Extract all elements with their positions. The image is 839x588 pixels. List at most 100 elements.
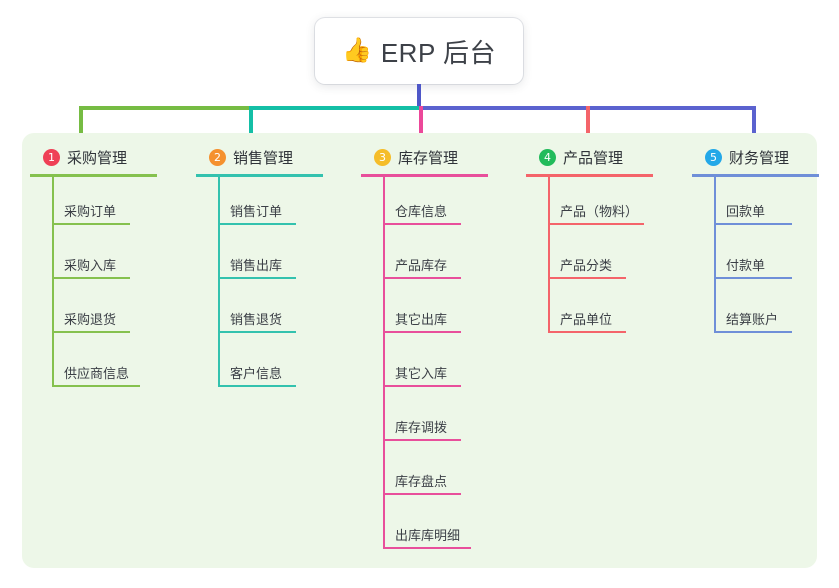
menu-item-label: 产品单位 [560, 312, 613, 327]
column-spine [383, 177, 385, 549]
column-number-badge: 5 [705, 148, 722, 166]
column-items-inventory: 仓库信息产品库存其它出库其它入库库存调拨库存盘点出库库明细 [361, 177, 521, 555]
menu-item-label: 其它出库 [395, 312, 448, 327]
drop-finance [752, 106, 756, 142]
menu-item-underline [383, 385, 461, 387]
menu-item-label: 出库库明细 [395, 528, 461, 543]
menu-item-underline [714, 223, 792, 225]
menu-item[interactable]: 产品库存 [361, 231, 521, 285]
column-header-product[interactable]: 4 产品管理 [526, 145, 686, 169]
column-spine [52, 177, 54, 387]
menu-item-label: 销售退货 [230, 312, 283, 327]
menu-item-underline [548, 277, 626, 279]
menu-item[interactable]: 库存盘点 [361, 447, 521, 501]
menu-item[interactable]: 产品分类 [526, 231, 686, 285]
menu-item[interactable]: 回款单 [692, 177, 839, 231]
menu-item-underline [218, 385, 296, 387]
menu-item-label: 产品库存 [395, 258, 448, 273]
column-finance[interactable]: 5 财务管理回款单付款单结算账户 [692, 145, 839, 339]
menu-item-underline [383, 277, 461, 279]
trunk-connector [417, 84, 421, 108]
column-sales[interactable]: 2 销售管理销售订单销售出库销售退货客户信息 [196, 145, 356, 393]
menu-item[interactable]: 产品单位 [526, 285, 686, 339]
menu-item-label: 产品（物料） [560, 204, 639, 219]
drop-purchase [79, 106, 83, 142]
diagram-board [22, 133, 817, 568]
menu-item-label: 销售出库 [230, 258, 283, 273]
menu-item[interactable]: 仓库信息 [361, 177, 521, 231]
thumbs-up-icon: 👍 [341, 37, 372, 64]
bus-green [79, 106, 251, 110]
menu-item-label: 回款单 [726, 204, 766, 219]
column-header-sales[interactable]: 2 销售管理 [196, 145, 356, 169]
column-inventory[interactable]: 3 库存管理仓库信息产品库存其它出库其它入库库存调拨库存盘点出库库明细 [361, 145, 521, 555]
column-underline [526, 174, 653, 177]
column-title: 产品管理 [563, 149, 624, 167]
column-purchase[interactable]: 1 采购管理采购订单采购入库采购退货供应商信息 [30, 145, 190, 393]
menu-item[interactable]: 采购入库 [30, 231, 190, 285]
menu-item[interactable]: 库存调拨 [361, 393, 521, 447]
menu-item[interactable]: 销售出库 [196, 231, 356, 285]
menu-item-label: 结算账户 [726, 312, 779, 327]
menu-item[interactable]: 其它入库 [361, 339, 521, 393]
column-number-badge: 1 [43, 148, 60, 166]
menu-item[interactable]: 客户信息 [196, 339, 356, 393]
menu-item-label: 客户信息 [230, 366, 283, 381]
column-title: 库存管理 [398, 149, 459, 167]
menu-item[interactable]: 出库库明细 [361, 501, 521, 555]
column-items-product: 产品（物料） 产品分类产品单位 [526, 177, 686, 339]
menu-item-underline [52, 331, 130, 333]
column-underline [361, 174, 488, 177]
menu-item-underline [218, 331, 296, 333]
column-title: 销售管理 [233, 149, 294, 167]
menu-item-label: 库存调拨 [395, 420, 448, 435]
column-title: 采购管理 [67, 149, 128, 167]
menu-item-label: 采购退货 [64, 312, 117, 327]
menu-item-underline [383, 439, 461, 441]
menu-item-underline [383, 223, 461, 225]
column-header-inventory[interactable]: 3 库存管理 [361, 145, 521, 169]
menu-item[interactable]: 采购订单 [30, 177, 190, 231]
column-underline [30, 174, 157, 177]
menu-item-underline [52, 223, 130, 225]
column-underline [196, 174, 323, 177]
column-spine [218, 177, 220, 387]
column-title: 财务管理 [729, 149, 790, 167]
menu-item-underline [218, 223, 296, 225]
column-number-badge: 4 [539, 148, 556, 166]
menu-item-underline [52, 385, 140, 387]
column-number-badge: 2 [209, 148, 226, 166]
menu-item-label: 其它入库 [395, 366, 448, 381]
menu-item-label: 采购订单 [64, 204, 117, 219]
menu-item[interactable]: 结算账户 [692, 285, 839, 339]
menu-item[interactable]: 付款单 [692, 231, 839, 285]
root-node-card[interactable]: 👍 ERP 后台 [315, 18, 523, 84]
menu-item[interactable]: 产品（物料） [526, 177, 686, 231]
menu-item[interactable]: 其它出库 [361, 285, 521, 339]
column-product[interactable]: 4 产品管理产品（物料） 产品分类产品单位 [526, 145, 686, 339]
menu-item[interactable]: 销售退货 [196, 285, 356, 339]
menu-item[interactable]: 供应商信息 [30, 339, 190, 393]
menu-item-underline [383, 547, 471, 549]
column-spine [548, 177, 550, 333]
menu-item-label: 产品分类 [560, 258, 613, 273]
menu-item-label: 供应商信息 [64, 366, 130, 381]
bus-teal [249, 106, 421, 110]
menu-item-underline [548, 331, 626, 333]
column-header-purchase[interactable]: 1 采购管理 [30, 145, 190, 169]
column-items-sales: 销售订单销售出库销售退货客户信息 [196, 177, 356, 393]
menu-item-underline [548, 223, 644, 225]
menu-item-underline [714, 331, 792, 333]
menu-item-label: 库存盘点 [395, 474, 448, 489]
root-title: ERP 后台 [380, 37, 497, 68]
column-items-purchase: 采购订单采购入库采购退货供应商信息 [30, 177, 190, 393]
menu-item[interactable]: 采购退货 [30, 285, 190, 339]
column-number-badge: 3 [374, 148, 391, 166]
drop-sales [249, 106, 253, 142]
column-header-finance[interactable]: 5 财务管理 [692, 145, 839, 169]
menu-item-underline [714, 277, 792, 279]
drop-inventory [419, 106, 423, 142]
menu-item-underline [218, 277, 296, 279]
menu-item[interactable]: 销售订单 [196, 177, 356, 231]
column-items-finance: 回款单付款单结算账户 [692, 177, 839, 339]
